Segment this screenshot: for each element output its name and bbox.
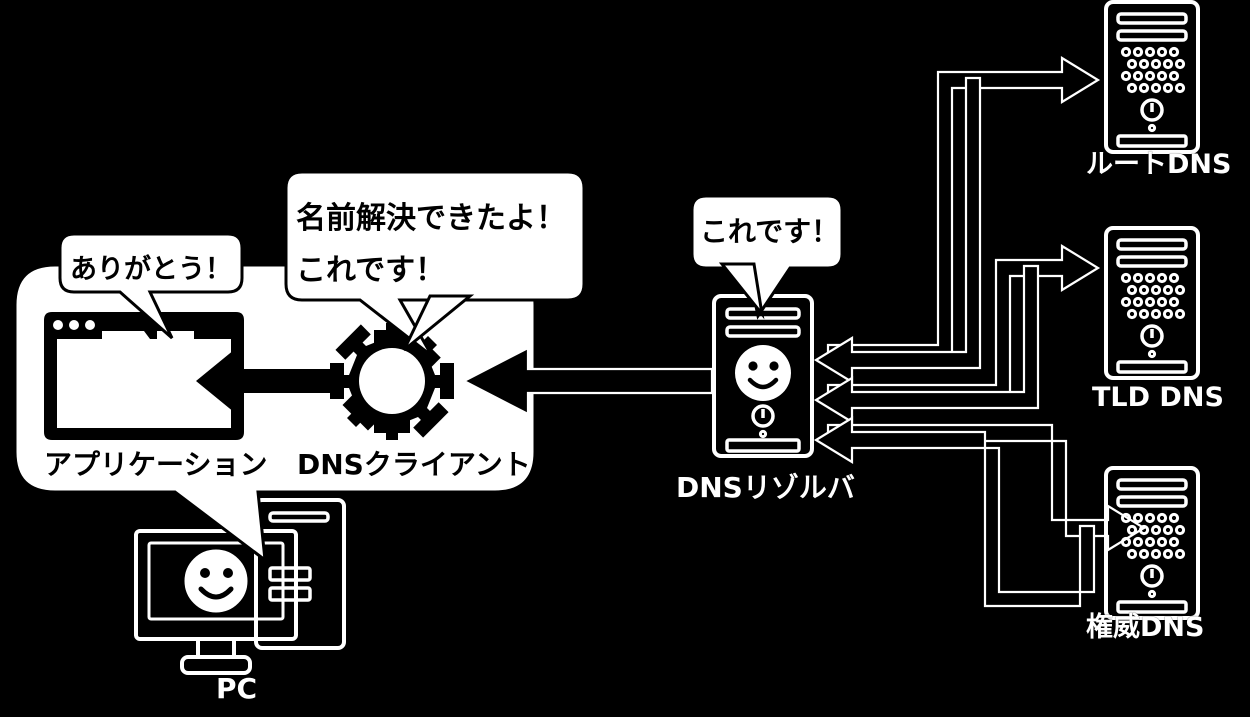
bubble-resolved-line-2: これです！: [296, 253, 446, 288]
authoritative-dns-label: 権威DNS: [1086, 612, 1205, 643]
root-dns-label: ルートDNS: [1086, 149, 1232, 180]
bubble-here-tail-2: [718, 262, 765, 320]
arrow-tld-to-resolver: [813, 264, 1040, 424]
pc-label: PC: [216, 672, 258, 705]
pc-eye-left: [200, 568, 210, 578]
root-dns-server-icon: [1104, 0, 1200, 154]
arrow-authoritative-to-resolver: [813, 416, 1096, 608]
arrow-root-to-resolver: [813, 76, 982, 384]
dns-resolver-label: DNSリゾルバ: [676, 471, 855, 504]
gear-icon: [330, 323, 454, 440]
resolver-eye-left: [748, 361, 758, 371]
dns-client-label: DNSクライアント: [297, 448, 531, 481]
arrow-client-to-application: [196, 345, 340, 417]
bubble-resolved-line-1: 名前解決できたよ！: [296, 201, 566, 236]
arrow-resolver-to-client: [461, 346, 714, 416]
resolver-eye-right: [769, 361, 779, 371]
bubble-resolved-tail-2: [402, 294, 475, 352]
pc-smile: [198, 586, 234, 600]
pc-icon: [134, 498, 346, 675]
authoritative-dns-server-icon: [1104, 466, 1200, 620]
dns-resolver-server-icon: [712, 294, 814, 458]
pc-eye-right: [223, 568, 233, 578]
bubble-here-shape: [690, 194, 844, 320]
bubble-here-line-1: これです！: [700, 215, 840, 248]
resolver-smile: [747, 377, 779, 390]
bubble-thanks-shape: [58, 232, 244, 340]
application-label: アプリケーション: [44, 448, 268, 481]
tld-dns-server-icon: [1104, 226, 1200, 380]
tld-dns-label: TLD DNS: [1092, 382, 1224, 413]
bubble-thanks-line-1: ありがとう！: [70, 254, 232, 285]
